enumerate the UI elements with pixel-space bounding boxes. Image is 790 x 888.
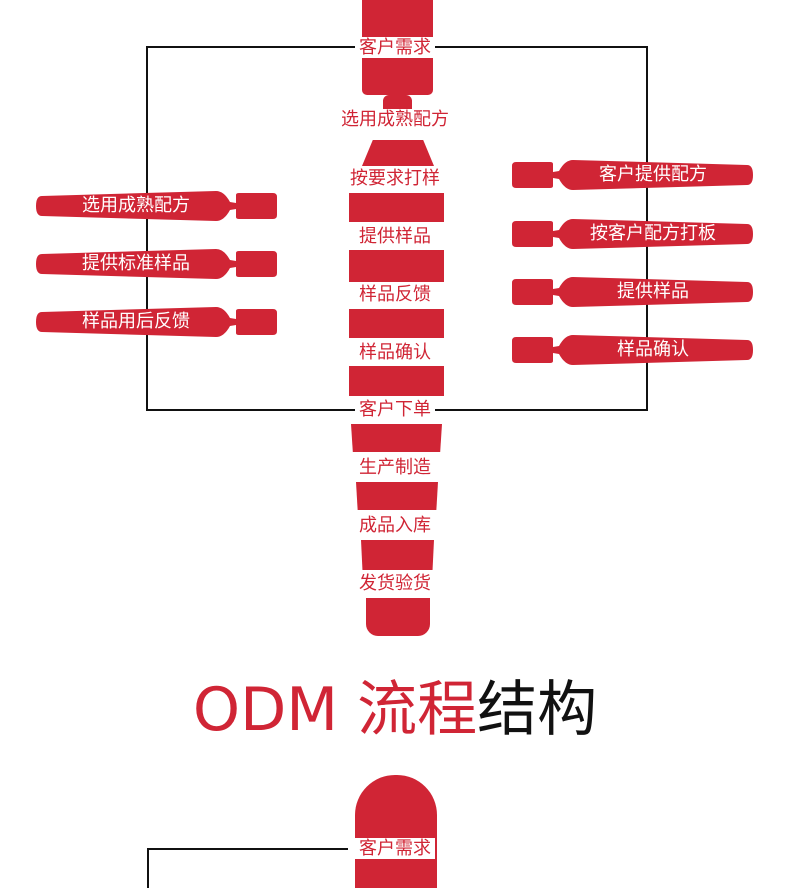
right-branch-item: 客户提供配方 (512, 159, 753, 191)
step-sample-confirm: 样品确认 (295, 342, 495, 364)
left-branch-item: 提供标准样品 (36, 248, 277, 280)
bottle-segment (355, 775, 437, 888)
step-shipping: 发货验货 (295, 573, 495, 595)
bottle-icon (512, 335, 753, 365)
bottle-segment (361, 540, 434, 570)
section-title: ODM 流程结构 (192, 675, 598, 745)
step-mature-formula: 选用成熟配方 (295, 109, 495, 131)
bottle-icon (512, 219, 753, 249)
right-branch-item: 提供样品 (512, 276, 753, 308)
bottle-segment (362, 140, 434, 166)
odm-step-customer-demand: 客户需求 (295, 838, 495, 860)
step-customer-demand: 客户需求 (295, 37, 495, 59)
bottle-icon (512, 160, 753, 190)
step-sampling: 按要求打样 (295, 168, 495, 190)
bottle-segment (349, 366, 444, 396)
step-warehousing: 成品入库 (295, 515, 495, 537)
left-branch-item: 选用成熟配方 (36, 190, 277, 222)
bottle-segment (366, 598, 430, 636)
bottle-icon (36, 307, 277, 337)
step-provide-sample: 提供样品 (295, 226, 495, 248)
bottle-segment (349, 250, 444, 282)
right-branch-item: 样品确认 (512, 334, 753, 366)
right-branch-item: 按客户配方打板 (512, 218, 753, 250)
bottle-segment (356, 482, 438, 510)
connector-left (146, 46, 148, 411)
connector-left (147, 848, 149, 888)
connector-top (148, 848, 348, 850)
left-branch-item: 样品用后反馈 (36, 306, 277, 338)
bottle-segment (351, 424, 442, 452)
bottle-icon (36, 249, 277, 279)
step-production: 生产制造 (295, 457, 495, 479)
bottle-icon (36, 191, 277, 221)
bottle-segment (349, 193, 444, 222)
bottle-segment (349, 309, 444, 338)
step-place-order: 客户下单 (295, 399, 495, 421)
bottle-cap (383, 95, 412, 109)
bottle-icon (512, 277, 753, 307)
step-sample-feedback: 样品反馈 (295, 284, 495, 306)
